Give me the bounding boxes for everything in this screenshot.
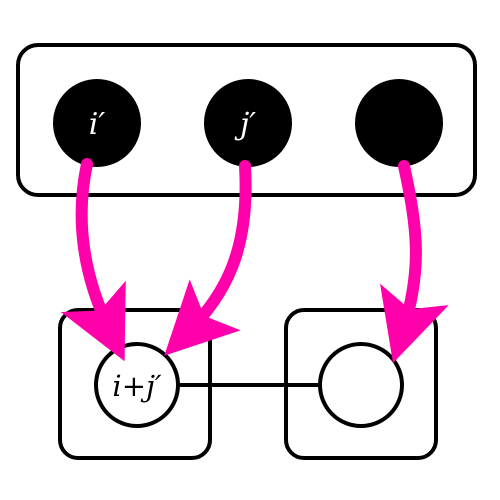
bottom-node-sum-label: i+j′ — [112, 369, 162, 403]
arrow-j-prime-to-sum — [164, 160, 252, 356]
arrow-blank-to-right-node — [380, 160, 449, 364]
top-node-i-prime: i′ — [53, 79, 141, 167]
bottom-node-sum-circle — [94, 342, 180, 428]
top-node-i-prime-circle — [53, 79, 141, 167]
bottom-node-sum: i+j′ — [94, 342, 180, 428]
arrow-i-prime-to-sum — [60, 158, 126, 362]
top-node-j-prime: j′ — [204, 79, 292, 167]
top-node-j-prime-circle — [204, 79, 292, 167]
top-node-blank-circle — [355, 79, 443, 167]
bottom-node-blank-circle — [318, 342, 404, 428]
top-node-i-prime-label: i′ — [89, 107, 106, 142]
top-node-j-prime-label: j′ — [234, 107, 256, 142]
bottom-node-blank — [318, 342, 404, 428]
top-node-blank — [355, 79, 443, 167]
